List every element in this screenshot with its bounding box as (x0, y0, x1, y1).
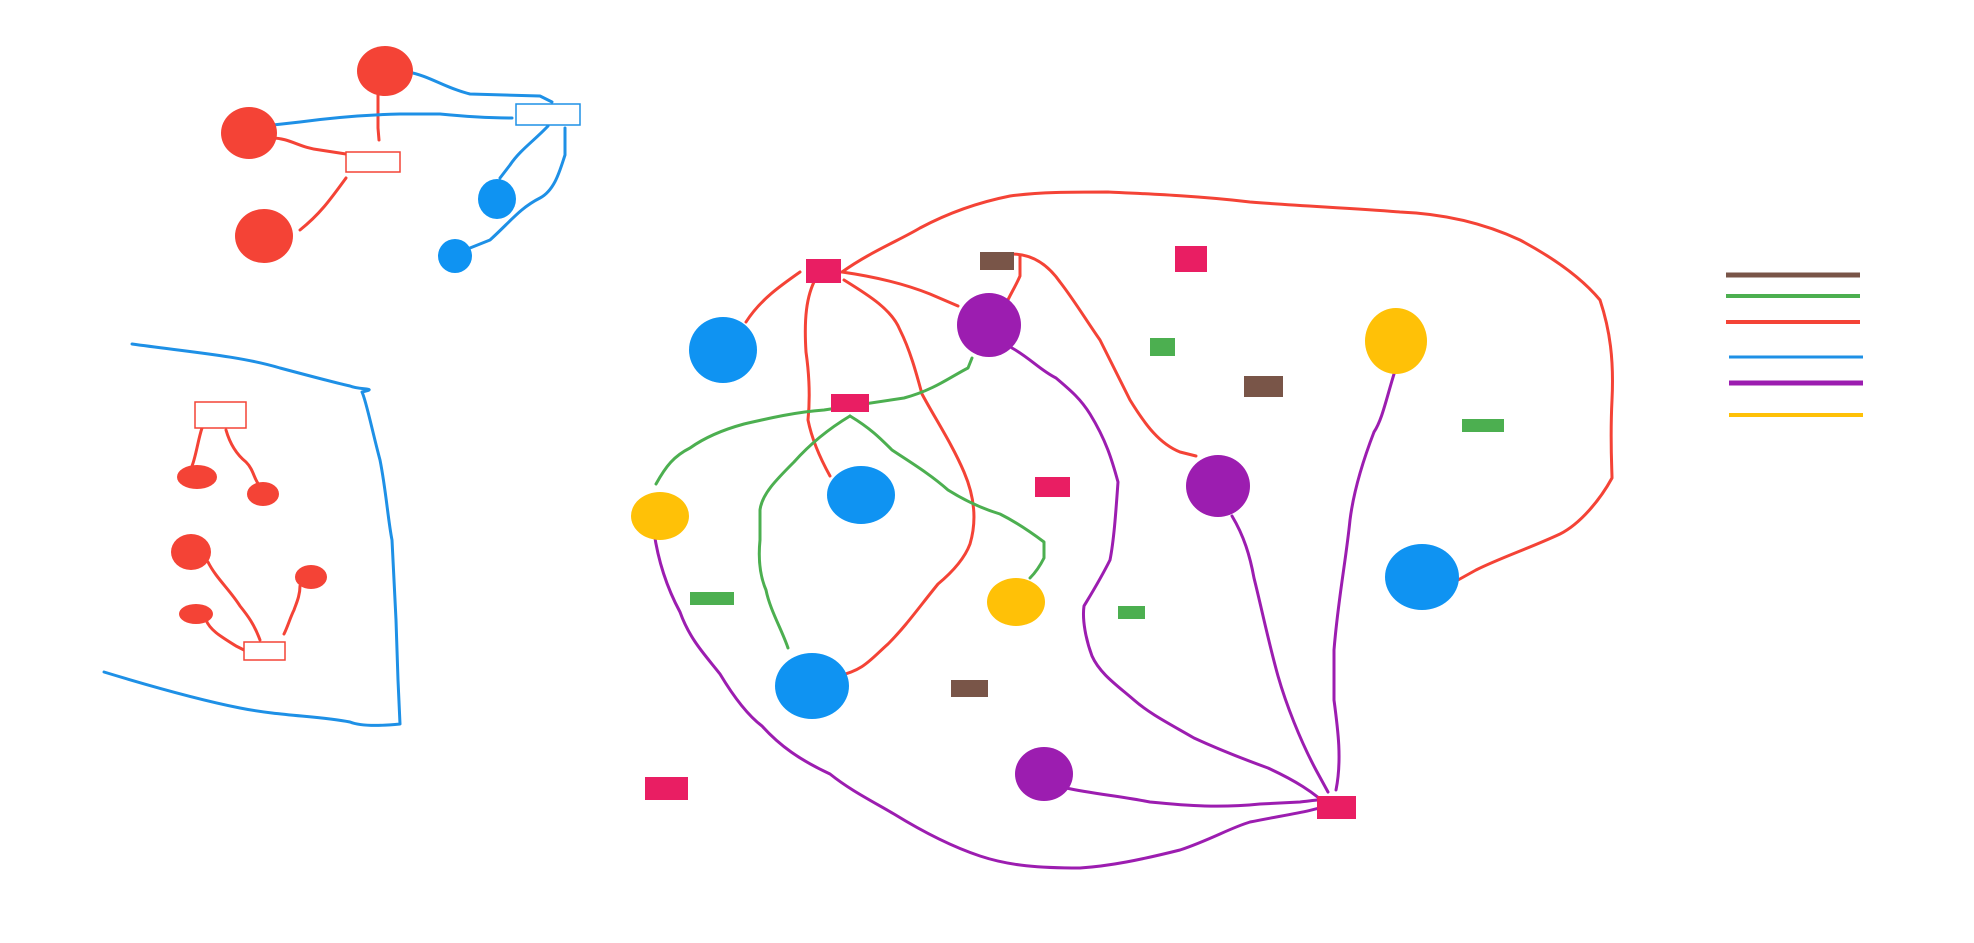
node-green-rect[interactable] (1462, 419, 1504, 432)
edge-purple[interactable] (1230, 514, 1330, 794)
edge-blue[interactable] (271, 112, 514, 127)
node-blue-circle[interactable] (689, 317, 757, 383)
node-red-rect-outline[interactable] (243, 641, 286, 661)
node-yellow-circle[interactable] (987, 578, 1045, 626)
edge-red[interactable] (282, 584, 302, 636)
node-blue-circle[interactable] (438, 239, 472, 273)
edge-red[interactable] (376, 86, 381, 142)
node-yellow-circle[interactable] (631, 492, 689, 540)
node-red-circle[interactable] (179, 604, 213, 624)
node-pink-rect[interactable] (806, 259, 841, 283)
node-yellow-circle[interactable] (1365, 308, 1427, 374)
boundary-line-blue[interactable] (102, 342, 402, 727)
edge-purple[interactable] (1332, 372, 1396, 792)
node-red-circle[interactable] (357, 46, 413, 96)
node-red-rect-outline[interactable] (194, 401, 247, 429)
edge-purple[interactable] (1010, 346, 1332, 810)
node-red-circle[interactable] (177, 465, 217, 489)
edge-red[interactable] (206, 560, 262, 642)
edge-red[interactable] (224, 428, 262, 488)
edge-purple[interactable] (1064, 786, 1336, 808)
edge-red[interactable] (840, 270, 960, 308)
node-pink-rect[interactable] (1035, 477, 1070, 497)
legend (1726, 272, 1863, 417)
node-brown-rect[interactable] (980, 252, 1014, 270)
edge-red[interactable] (190, 426, 204, 468)
node-red-rect-outline[interactable] (345, 151, 401, 173)
cluster-main-graph (631, 190, 1614, 870)
node-blue-circle[interactable] (775, 653, 849, 719)
node-purple-circle[interactable] (957, 293, 1021, 357)
node-purple-circle[interactable] (1186, 455, 1250, 517)
edge-blue[interactable] (468, 126, 567, 250)
node-red-circle[interactable] (295, 565, 327, 589)
edge-red[interactable] (836, 278, 976, 678)
node-red-circle[interactable] (171, 534, 211, 570)
node-purple-circle[interactable] (1015, 747, 1073, 801)
edge-red[interactable] (803, 276, 832, 478)
node-brown-rect[interactable] (1244, 376, 1283, 397)
edge-green[interactable] (848, 414, 1046, 580)
edge-red[interactable] (1010, 252, 1198, 458)
node-blue-circle[interactable] (1385, 544, 1459, 610)
edge-blue[interactable] (406, 70, 554, 104)
edge-red[interactable] (204, 618, 246, 652)
node-brown-rect[interactable] (951, 680, 988, 697)
node-green-rect[interactable] (1150, 338, 1175, 356)
node-pink-rect[interactable] (831, 394, 869, 412)
edge-red[interactable] (744, 270, 802, 324)
edge-green[interactable] (757, 414, 852, 650)
node-green-rect[interactable] (690, 592, 734, 605)
edge-green[interactable] (654, 356, 974, 486)
node-pink-rect[interactable] (1317, 796, 1356, 819)
cluster-left-boundary (102, 342, 402, 727)
edge-red[interactable] (270, 136, 348, 156)
node-blue-circle[interactable] (827, 466, 895, 524)
cluster-top-left (221, 46, 581, 273)
node-red-circle[interactable] (221, 107, 277, 159)
node-green-rect[interactable] (1118, 606, 1145, 619)
node-pink-rect[interactable] (645, 777, 688, 800)
node-red-circle[interactable] (247, 482, 279, 506)
edge-blue[interactable] (498, 124, 550, 180)
node-red-circle[interactable] (235, 209, 293, 263)
node-blue-rect-outline[interactable] (515, 103, 581, 126)
edge-red[interactable] (298, 176, 348, 232)
node-pink-rect[interactable] (1175, 246, 1207, 272)
edge-red[interactable] (840, 190, 1614, 582)
node-blue-circle[interactable] (478, 179, 516, 219)
edge-purple[interactable] (652, 530, 1342, 870)
